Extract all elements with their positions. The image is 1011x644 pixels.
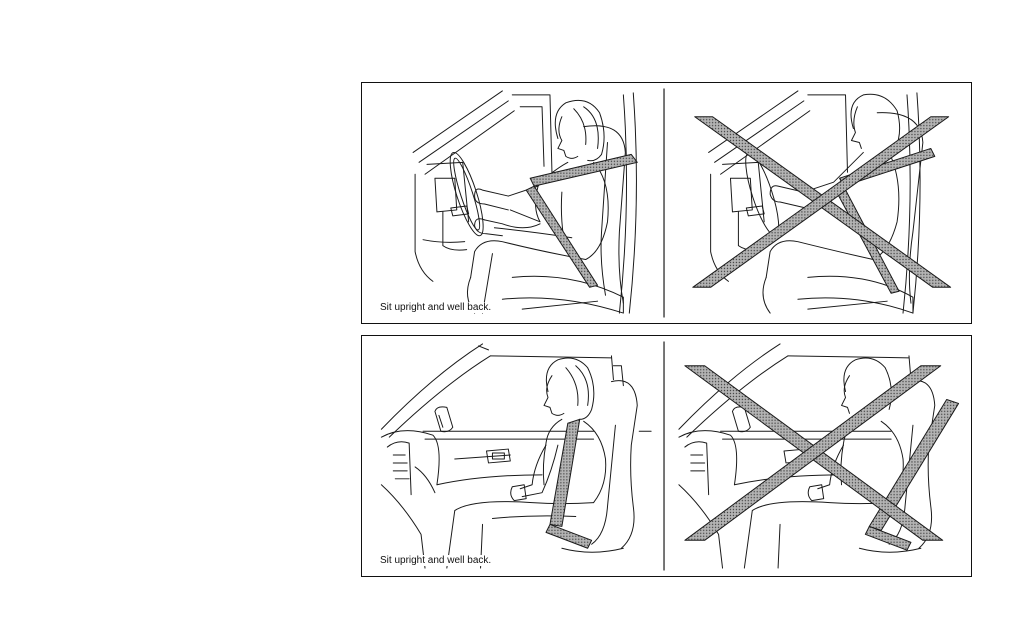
lap-belt (865, 526, 911, 550)
seating-figure-top: Sit upright and well back. (361, 82, 972, 324)
seating-figure-bottom: Sit upright and well back. (361, 335, 972, 577)
driver-seated-upright-illustration (381, 344, 651, 568)
cross-mark-icon (685, 366, 943, 541)
seating-illustration-bottom (362, 336, 971, 576)
shoulder-belt (550, 419, 580, 526)
figure-caption: Sit upright and well back. (380, 302, 494, 313)
shoulder-belt (530, 154, 637, 186)
figure-caption: Sit upright and well back. (380, 555, 494, 566)
driver-seated-upright-illustration (413, 91, 636, 313)
seating-illustration-top (362, 83, 971, 323)
lap-belt (546, 524, 592, 548)
